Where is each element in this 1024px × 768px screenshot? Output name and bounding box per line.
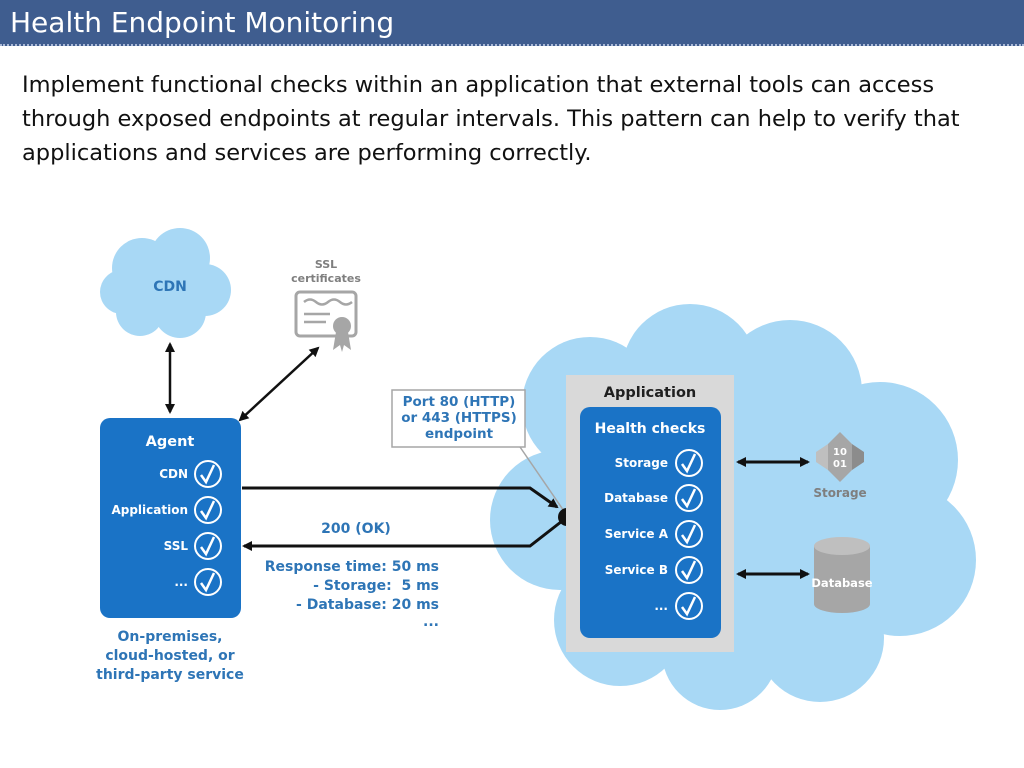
agent-check-list: CDN Application SSL ... [111, 460, 222, 596]
database-node: Database [811, 537, 873, 613]
response-status: 200 (OK) [321, 521, 391, 537]
endpoint-callout-line: or 443 (HTTPS) [401, 410, 517, 426]
health-check-label: ... [654, 599, 668, 613]
health-check-label: Service A [605, 527, 669, 541]
agent-panel: Agent CDN Application SSL ... [100, 418, 241, 618]
health-check-label: Database [604, 491, 668, 505]
response-line: Response time: 50 ms [265, 559, 439, 575]
check-icon [194, 568, 222, 596]
check-icon [675, 556, 703, 584]
slide-description: Implement functional checks within an ap… [22, 72, 960, 166]
application-box: Application Health checks Storage Databa… [566, 375, 734, 652]
cdn-cloud-label: CDN [153, 279, 187, 295]
ssl-agent-arrow [238, 346, 320, 422]
check-icon [194, 496, 222, 524]
database-icon [814, 537, 870, 613]
response-line: ... [423, 614, 439, 630]
cdn-cloud: CDN [100, 228, 231, 338]
health-check-label: Service B [605, 563, 668, 577]
application-title: Application [604, 385, 697, 401]
response-line: - Storage: 5 ms [313, 578, 439, 594]
storage-icon-bits: 10 [833, 447, 847, 458]
agent-check-label: SSL [164, 539, 189, 553]
response-arrow [242, 516, 567, 551]
storage-node: 10 01 Storage [813, 432, 867, 500]
storage-icon: 10 01 [816, 432, 864, 482]
check-icon [675, 520, 703, 548]
health-check-label: Storage [615, 456, 668, 470]
endpoint-callout: Port 80 (HTTP) or 443 (HTTPS) endpoint [391, 389, 567, 515]
agent-caption-line: On-premises, [118, 629, 223, 645]
storage-label: Storage [813, 486, 866, 500]
response-details: Response time: 50 ms - Storage: 5 ms - D… [265, 559, 439, 630]
agent-check-label: ... [174, 575, 188, 589]
check-icon [675, 484, 703, 512]
agent-check-label: CDN [159, 467, 188, 481]
certificate-icon [294, 290, 358, 352]
health-checks-title: Health checks [595, 421, 706, 437]
response-line: - Database: 20 ms [296, 597, 439, 613]
ssl-certificate: SSL certificates [291, 258, 361, 352]
agent-caption: On-premises, cloud-hosted, or third-part… [96, 629, 244, 683]
check-icon [194, 532, 222, 560]
agent-caption-line: cloud-hosted, or [105, 648, 234, 664]
check-icon [194, 460, 222, 488]
check-icon [675, 592, 703, 620]
health-checks-panel [580, 407, 721, 638]
slide-title: Health Endpoint Monitoring [10, 6, 395, 39]
endpoint-callout-line: endpoint [425, 426, 494, 442]
agent-caption-line: third-party service [96, 667, 244, 683]
database-label: Database [811, 576, 872, 590]
ssl-label-line2: certificates [291, 272, 361, 285]
health-check-list: Storage Database Service A Service B ... [604, 449, 703, 620]
title-bar: Health Endpoint Monitoring [0, 0, 1024, 46]
storage-icon-bits: 01 [833, 459, 847, 470]
agent-title: Agent [146, 434, 195, 450]
agent-check-label: Application [111, 503, 188, 517]
check-icon [675, 449, 703, 477]
request-arrow [242, 486, 559, 509]
ssl-label-line1: SSL [315, 258, 337, 271]
endpoint-callout-line: Port 80 (HTTP) [403, 394, 516, 410]
